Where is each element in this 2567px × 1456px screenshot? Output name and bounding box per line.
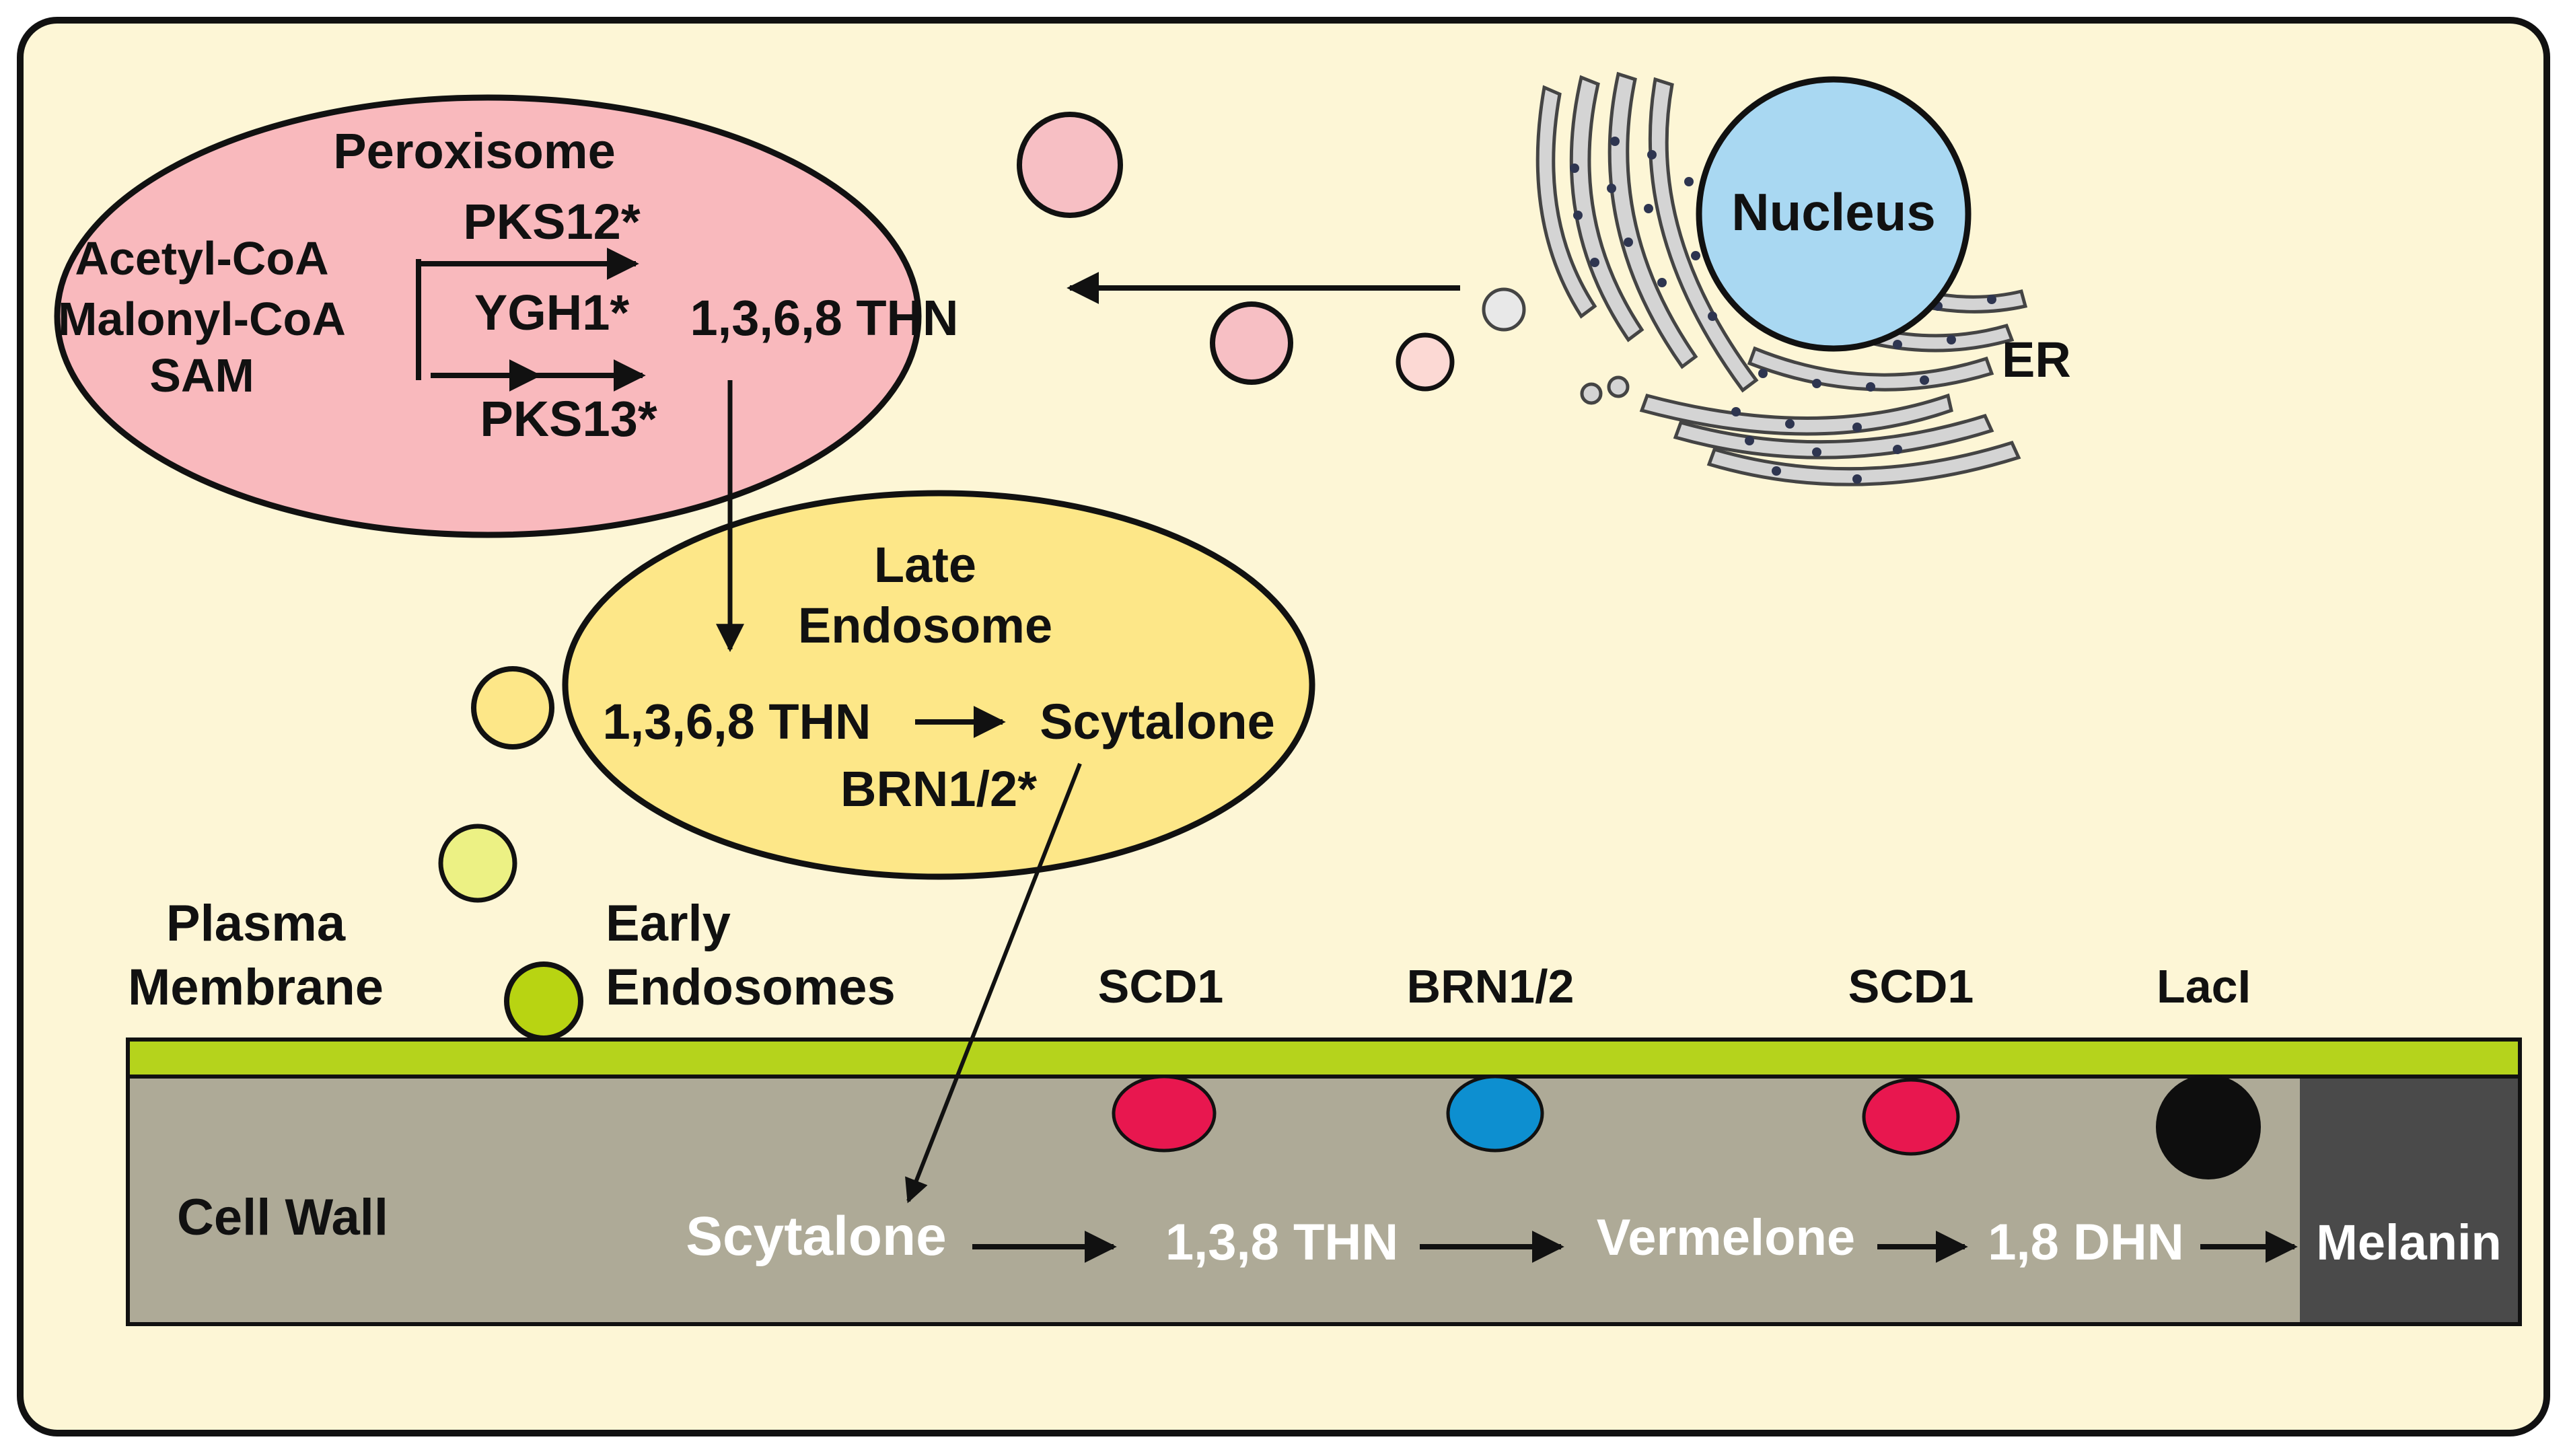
laci-enzyme	[2156, 1075, 2261, 1179]
laci-label: LacI	[2157, 960, 2251, 1013]
vesicle-yellow	[471, 666, 554, 750]
peroxisome-arrows	[416, 248, 646, 392]
wall-vermelone-label: Vermelone	[1597, 1209, 1855, 1266]
late-endosome-brn-label: BRN1/2*	[840, 761, 1037, 817]
early-endosomes-label-line1: Early	[606, 895, 731, 952]
peroxisome-thn-label: 1,3,6,8 THN	[690, 290, 959, 346]
scd1-label-a: SCD1	[1098, 960, 1224, 1013]
nucleus	[1696, 76, 1972, 352]
plasma-membrane-label-line2: Membrane	[128, 959, 384, 1016]
vesicle-yellow-light	[438, 824, 517, 903]
pks13-label: PKS13*	[480, 391, 657, 447]
vesicle-pale-pink	[1396, 332, 1455, 392]
scd1-enzyme-b	[1862, 1078, 1960, 1156]
melanin-block	[2300, 1077, 2520, 1324]
wall-melanin-label: Melanin	[2316, 1214, 2501, 1270]
endosome-to-wall-arrow	[905, 762, 1082, 1204]
vesicle-pink-mid	[1210, 301, 1293, 385]
early-endosome-vesicle	[504, 961, 583, 1041]
acetyl-coa-label: Acetyl-CoA	[75, 232, 328, 285]
pks12-label: PKS12*	[463, 194, 640, 250]
wall-thn138-label: 1,3,8 THN	[1165, 1214, 1398, 1271]
scd1-label-b: SCD1	[1848, 960, 1974, 1013]
late-endosome-thn-label: 1,3,6,8 THN	[603, 694, 871, 750]
brn12-label: BRN1/2	[1407, 960, 1575, 1013]
late-endosome	[562, 490, 1315, 880]
cell-wall-label: Cell Wall	[177, 1189, 388, 1246]
ygh1-label: YGH1*	[474, 285, 630, 340]
ribosome-dots	[1570, 137, 1996, 484]
scd1-enzyme-a	[1112, 1075, 1217, 1153]
late-endosome-label-line2: Endosome	[798, 597, 1052, 653]
er-label: ER	[2002, 332, 2071, 388]
wall-dhn18-label: 1,8 DHN	[1988, 1214, 2183, 1271]
plasma-membrane-label-line1: Plasma	[166, 895, 346, 952]
malonyl-coa-label: Malonyl-CoA	[58, 293, 346, 345]
cell-wall-outline	[126, 1075, 2522, 1326]
brn-enzyme	[1446, 1075, 1544, 1153]
peroxisome-label: Peroxisome	[333, 123, 616, 179]
vesicle-pink-top	[1017, 112, 1123, 218]
wall-scytalone-label: Scytalone	[686, 1206, 946, 1267]
nucleus-label: Nucleus	[1731, 182, 1935, 242]
plasma-membrane	[126, 1038, 2522, 1079]
peroxisome	[54, 94, 922, 538]
late-endosome-scytalone-label: Scytalone	[1040, 694, 1275, 750]
late-endosome-label-line1: Late	[874, 537, 976, 593]
early-endosomes-label-line2: Endosomes	[606, 959, 896, 1016]
sam-label: SAM	[149, 349, 254, 402]
vesicle-gray	[1482, 287, 1526, 332]
